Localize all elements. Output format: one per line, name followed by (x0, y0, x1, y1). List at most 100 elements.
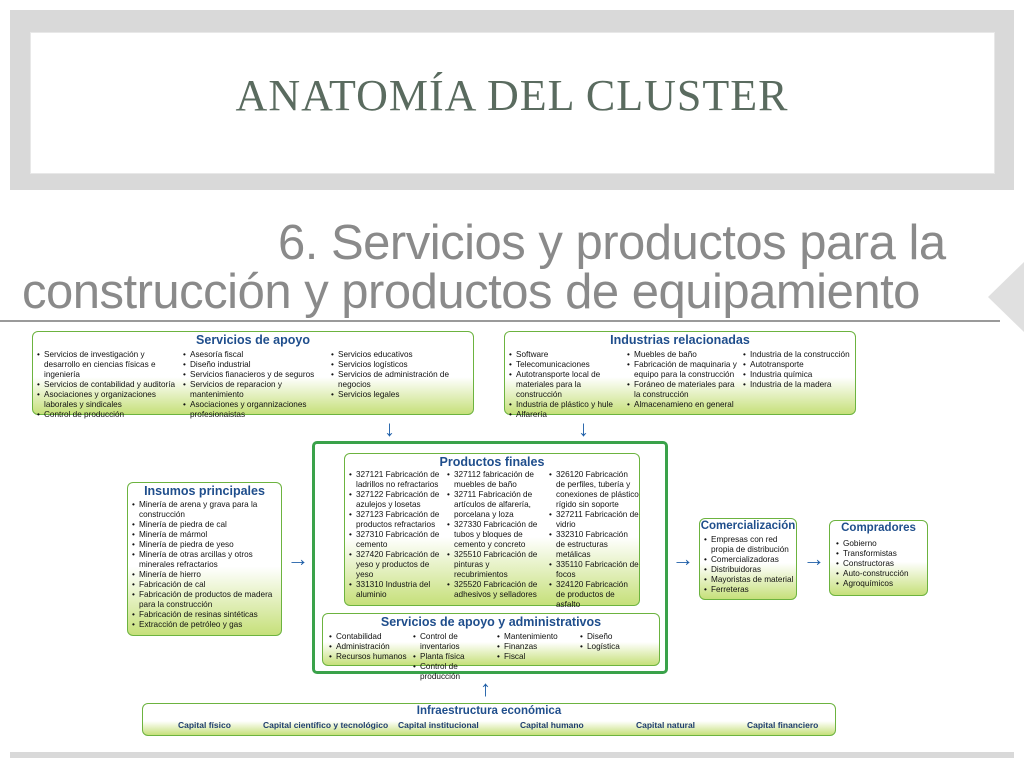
list-item: 325510 Fabricación de pinturas y recubri… (447, 550, 539, 580)
list-item: Fabricación de resinas sintéticas (132, 610, 280, 620)
list-item: Mantenimiento (497, 632, 577, 642)
servicios-apoyo-col3: Servicios educativosServicios logísticos… (331, 350, 473, 400)
list-item: 327112 fabricación de muebles de baño (447, 470, 539, 490)
list-item: 32711 Fabricación de artículos de alfare… (447, 490, 539, 520)
industrias-box: Industrias relacionadas SoftwareTelecomu… (504, 331, 856, 420)
list-item: Recursos humanos (329, 652, 411, 662)
servicios-apoyo-col1: Servicios de investigación y desarrollo … (37, 350, 179, 420)
list-item: Mayoristas de material (704, 575, 796, 585)
infraestructura-title: Infraestructura económica (416, 705, 562, 717)
industrias-col1: SoftwareTelecomunicacionesAutotransporte… (509, 350, 625, 420)
list-item: 335110 Fabricación de focos (549, 560, 639, 580)
list-item: Empresas con red propia de distribución (704, 535, 796, 555)
list-item: Autotransporte (743, 360, 855, 370)
capital-label: Capital institucional (398, 720, 479, 730)
productos-col2: 327112 fabricación de muebles de baño327… (447, 470, 539, 600)
list-item: Gobierno (836, 539, 926, 549)
list-item: Comercializadoras (704, 555, 796, 565)
list-item: Minería de hierro (132, 570, 280, 580)
list-item: Telecomunicaciones (509, 360, 625, 370)
list-item: 327420 Fabricación de yeso y productos d… (349, 550, 441, 580)
industrias-col2: Muebles de bañoFabricación de maquinaria… (627, 350, 741, 410)
productos-col3: 326120 Fabricación de perfiles, tubería … (549, 470, 639, 610)
list-item: Muebles de baño (627, 350, 741, 360)
list-item: Fiscal (497, 652, 577, 662)
list-item: Control de producción (413, 662, 499, 682)
list-item: 327330 Fabricación de tubos y bloques de… (447, 520, 539, 550)
list-item: Asesoría fiscal (183, 350, 329, 360)
list-item: 327310 Fabricación de cemento (349, 530, 441, 550)
list-item: Diseño (580, 632, 658, 642)
bottom-frame-bar (10, 752, 1014, 758)
admin-col1: ContabilidadAdministraciónRecursos human… (329, 632, 411, 662)
servicios-admin-title: Servicios de apoyo y administrativos (380, 615, 602, 629)
capital-label: Capital financiero (747, 720, 819, 730)
list-item: 331310 Industria del aluminio (349, 580, 441, 600)
arrow-icon: ↑ (480, 676, 491, 701)
list-item: Asociaciones y organizaciones laborales … (37, 390, 179, 410)
list-item: 332310 Fabricación de estructuras metáli… (549, 530, 639, 560)
list-item: Servicios de investigación y desarrollo … (37, 350, 179, 380)
list-item: Minería de arena y grava para la constru… (132, 500, 280, 520)
arrow-icon: → (672, 546, 694, 571)
page-title: ANATOMÍA DEL CLUSTER (235, 71, 789, 120)
list-item: Fabricación de productos de madera para … (132, 590, 280, 610)
comercializacion-box: Comercialización Empresas con red propia… (699, 518, 797, 600)
list-item: Control de producción (37, 410, 179, 420)
comercializacion-title: Comercialización (700, 520, 796, 532)
list-item: Constructoras (836, 559, 926, 569)
list-item: Minería de mármol (132, 530, 280, 540)
capital-label: Capital humano (520, 720, 584, 730)
list-item: 326120 Fabricación de perfiles, tubería … (549, 470, 639, 510)
capital-label: Capital físico (178, 720, 231, 730)
list-item: Industria de la madera (743, 380, 855, 390)
list-item: Auto-construcción (836, 569, 926, 579)
list-item: Agroquímicos (836, 579, 926, 589)
list-item: Servicios de reparacion y mantenimiento (183, 380, 329, 400)
list-item: 327211 Fabricación de vidrio (549, 510, 639, 530)
admin-col4: DiseñoLogística (580, 632, 658, 652)
list-item: Minería de piedra de cal (132, 520, 280, 530)
list-item: Servicios de administración de negocios (331, 370, 473, 390)
subtitle-line-2: construcción y productos de equipamiento (22, 265, 920, 319)
list-item: Ferreteras (704, 585, 796, 595)
list-item: Diseño industrial (183, 360, 329, 370)
servicios-apoyo-box: Servicios de apoyo Servicios de investig… (32, 331, 474, 420)
compradores-box: Compradores GobiernoTransformistasConstr… (829, 520, 928, 596)
list-item: Finanzas (497, 642, 577, 652)
list-item: Administración (329, 642, 411, 652)
list-item: 325520 Fabricación de adhesivos y sellad… (447, 580, 539, 600)
comercializacion-list: Empresas con red propia de distribuciónC… (704, 535, 796, 595)
insumos-list: Minería de arena y grava para la constru… (132, 500, 280, 630)
list-item: Servicios fianacieros y de seguros (183, 370, 329, 380)
subtitle-divider (0, 320, 1000, 322)
list-item: Software (509, 350, 625, 360)
list-item: Industria de plástico y hule (509, 400, 625, 410)
list-item: Almacenamieno en general (627, 400, 741, 410)
list-item: Minería de piedra de yeso (132, 540, 280, 550)
insumos-title: Insumos principales (144, 484, 265, 498)
list-item: Extracción de petróleo y gas (132, 620, 280, 630)
infraestructura-box: Infraestructura económica (142, 703, 836, 736)
list-item: 327122 Fabricación de azulejos y losetas (349, 490, 441, 510)
list-item: 327121 Fabricación de ladrillos no refra… (349, 470, 441, 490)
productos-col1: 327121 Fabricación de ladrillos no refra… (349, 470, 441, 600)
list-item: Servicios logísticos (331, 360, 473, 370)
list-item: Planta física (413, 652, 499, 662)
list-item: 327123 Fabricación de productos refracta… (349, 510, 441, 530)
list-item: Industria química (743, 370, 855, 380)
list-item: Foráneo de materiales para la construcci… (627, 380, 741, 400)
list-item: Servicios educativos (331, 350, 473, 360)
arrow-icon: ↓ (578, 416, 589, 441)
subtitle-line-1: 6. Servicios y productos para la (278, 216, 946, 270)
insumos-box: Insumos principales Minería de arena y g… (127, 482, 282, 636)
list-item: 324120 Fabricación de productos de asfal… (549, 580, 639, 610)
admin-col2: Control de inventariosPlanta físicaContr… (413, 632, 499, 682)
list-item: Servicios legales (331, 390, 473, 400)
admin-col3: MantenimientoFinanzasFiscal (497, 632, 577, 662)
list-item: Alfarería (509, 410, 625, 420)
list-item: Industria de la construcción (743, 350, 855, 360)
compradores-title: Compradores (841, 522, 916, 534)
list-item: Control de inventarios (413, 632, 499, 652)
capital-label: Capital natural (636, 720, 696, 730)
